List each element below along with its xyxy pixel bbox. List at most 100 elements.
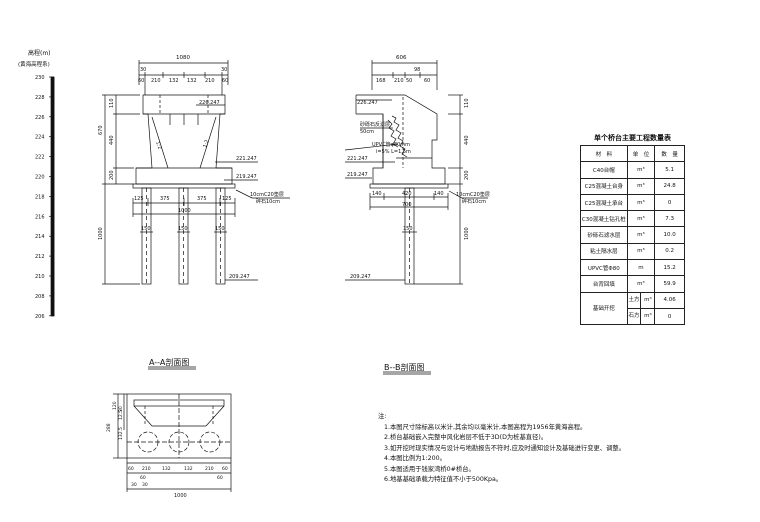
b-elev-cap: 219.247 [347,172,368,178]
section-b-drawing [344,60,488,285]
a-top-dim-2: 60 [138,78,144,84]
table-cell-name: 台背回填 [580,275,628,293]
b-cushion-2: 碎石10cm [462,198,486,205]
scale-tick-label: 228 [35,95,45,101]
b-right-dim-3: 200 [464,170,470,180]
excavation-name: 基础开挖 [580,291,628,326]
note-item: 4.本图比例为1:200。 [384,455,446,462]
elevation-scale [49,76,55,317]
b-cap-dim-3: 140 [434,191,444,197]
b-cap-total: 700 [402,202,412,208]
table-cell-qty: 0.2 [654,242,685,261]
b-right-dim-1: 110 [464,98,470,108]
table-cell-unit: m³ [626,177,656,195]
note-item: 5.本图适用于钱家湾桥0#桥台。 [384,465,475,473]
excavation-sub-2: 石方 [628,308,642,325]
b-cap-dim-2: 420 [402,191,412,197]
a-elev-top: 226.247 [199,100,220,106]
plan-left-dim-1: 120 [112,401,118,410]
b-top-dim-3: 50 [406,78,412,84]
a-top-dim-8: 30 [221,67,227,73]
b-top-dim-1: 168 [376,78,386,84]
table-row: 石方 m³ 0 [581,307,685,326]
b-right-dim-4: 1000 [464,227,470,240]
plan-left-dim-4: 132.5 [118,427,124,440]
table-cell-name: 粘土隔水层 [580,242,628,261]
a-elev-cap: 219.247 [236,174,257,180]
b-elev-base: 209.247 [350,274,371,280]
table-cell-qty: 7.3 [654,210,685,228]
plan-bottom-dim-6: 60 [222,466,228,472]
table-title: 单个桥台主要工程数量表 [594,134,671,142]
a-cushion-1: 10cmC20垫层 [250,191,284,198]
table-cell-unit: m³ [626,210,656,228]
table-cell-qty: 59.9 [654,275,685,293]
a-elev-base: 209.247 [229,274,250,280]
table-cell-qty: 24.8 [654,177,685,195]
b-pipe-slope: i=5% L=1.5m [376,149,411,155]
scale-tick-label: 220 [35,175,45,181]
a-cap-dim-2: 375 [160,196,170,202]
plan-drawing [113,393,232,492]
plan-bottom-dim-2: 210 [142,466,151,472]
table-cell-name: C30混凝土钻孔桩 [580,210,628,228]
plan-total-dim: 1000 [174,493,187,499]
table-cell-qty: 10.0 [654,226,685,244]
table-cell-name: 砂砾石滤水层 [580,226,628,244]
a-cap-dim-3: 375 [197,196,207,202]
b-top-dim-4: 98 [414,67,420,73]
table-cell-unit: m³ [626,161,656,179]
a-left-dim-3: 670 [98,125,104,135]
a-elev-mid: 221.247 [236,156,257,162]
table-cell-name: C40台帽 [580,161,628,179]
plan-bottom-dim-4: 132 [184,466,193,472]
a-top-dim-5: 132 [187,78,197,84]
a-pile-dim-3: 150 [215,226,225,232]
scale-tick-label: 226 [35,115,45,121]
scale-title: 高程(m) [28,49,51,57]
table-cell-unit: m³ [626,226,656,244]
a-top-dim-1: 30 [140,67,146,73]
table-header-row: 材 料 单 位 数 量 [580,144,685,163]
scale-subtitle: (黄海高程系) [18,60,50,68]
note-item: 6.地基基础承载力特征值不小于500Kpa。 [384,476,503,483]
table-cell-unit: m³ [626,242,656,261]
a-top-dim-6: 210 [205,78,215,84]
scale-tick-label: 230 [35,75,45,81]
b-right-dim-2: 440 [464,135,470,145]
a-left-dim-1: 110 [109,98,115,108]
table-cell-name: UPVC管Φ80 [580,259,628,277]
b-cap-dim-1: 140 [372,191,382,197]
a-cushion-2: 碎石10cm [256,198,280,205]
scale-tick-label: 206 [35,314,45,320]
b-elev-mid: 221.247 [347,156,368,162]
plan-small-dim-2: 30 [131,482,137,488]
scale-tick-label: 210 [35,274,45,280]
b-top-dim-5: 60 [424,78,430,84]
a-left-dim-4: 200 [109,170,115,180]
plan-left-dim-2: 30 [118,406,124,412]
a-pile-dim-2: 150 [178,226,188,232]
a-top-dim-4: 132 [169,78,179,84]
b-pile-dim: 150 [403,226,413,232]
note-item: 3.如开挖时现实情况与设计与地勘报告不符时,应及时通知设计及基础进行变更、调整。 [384,444,625,452]
table-cell-unit: m³ [626,193,656,212]
table-cell-name: C25混凝土承台 [580,193,628,212]
plan-small-dim-1: 60 [140,475,146,481]
header-material: 材 料 [580,144,628,163]
plan-bottom-dim-3: 132 [162,466,171,472]
plan-bottom-dim-5: 210 [205,466,214,472]
header-unit: 单 位 [626,144,656,163]
note-item: 2.桥台基础嵌入完整中风化岩层不低于3D(D为桩基直径)。 [384,434,548,441]
excavation-qty-2: 0 [654,307,685,326]
a-left-dim-5: 1000 [98,227,104,240]
b-overall-dim: 606 [396,55,407,61]
